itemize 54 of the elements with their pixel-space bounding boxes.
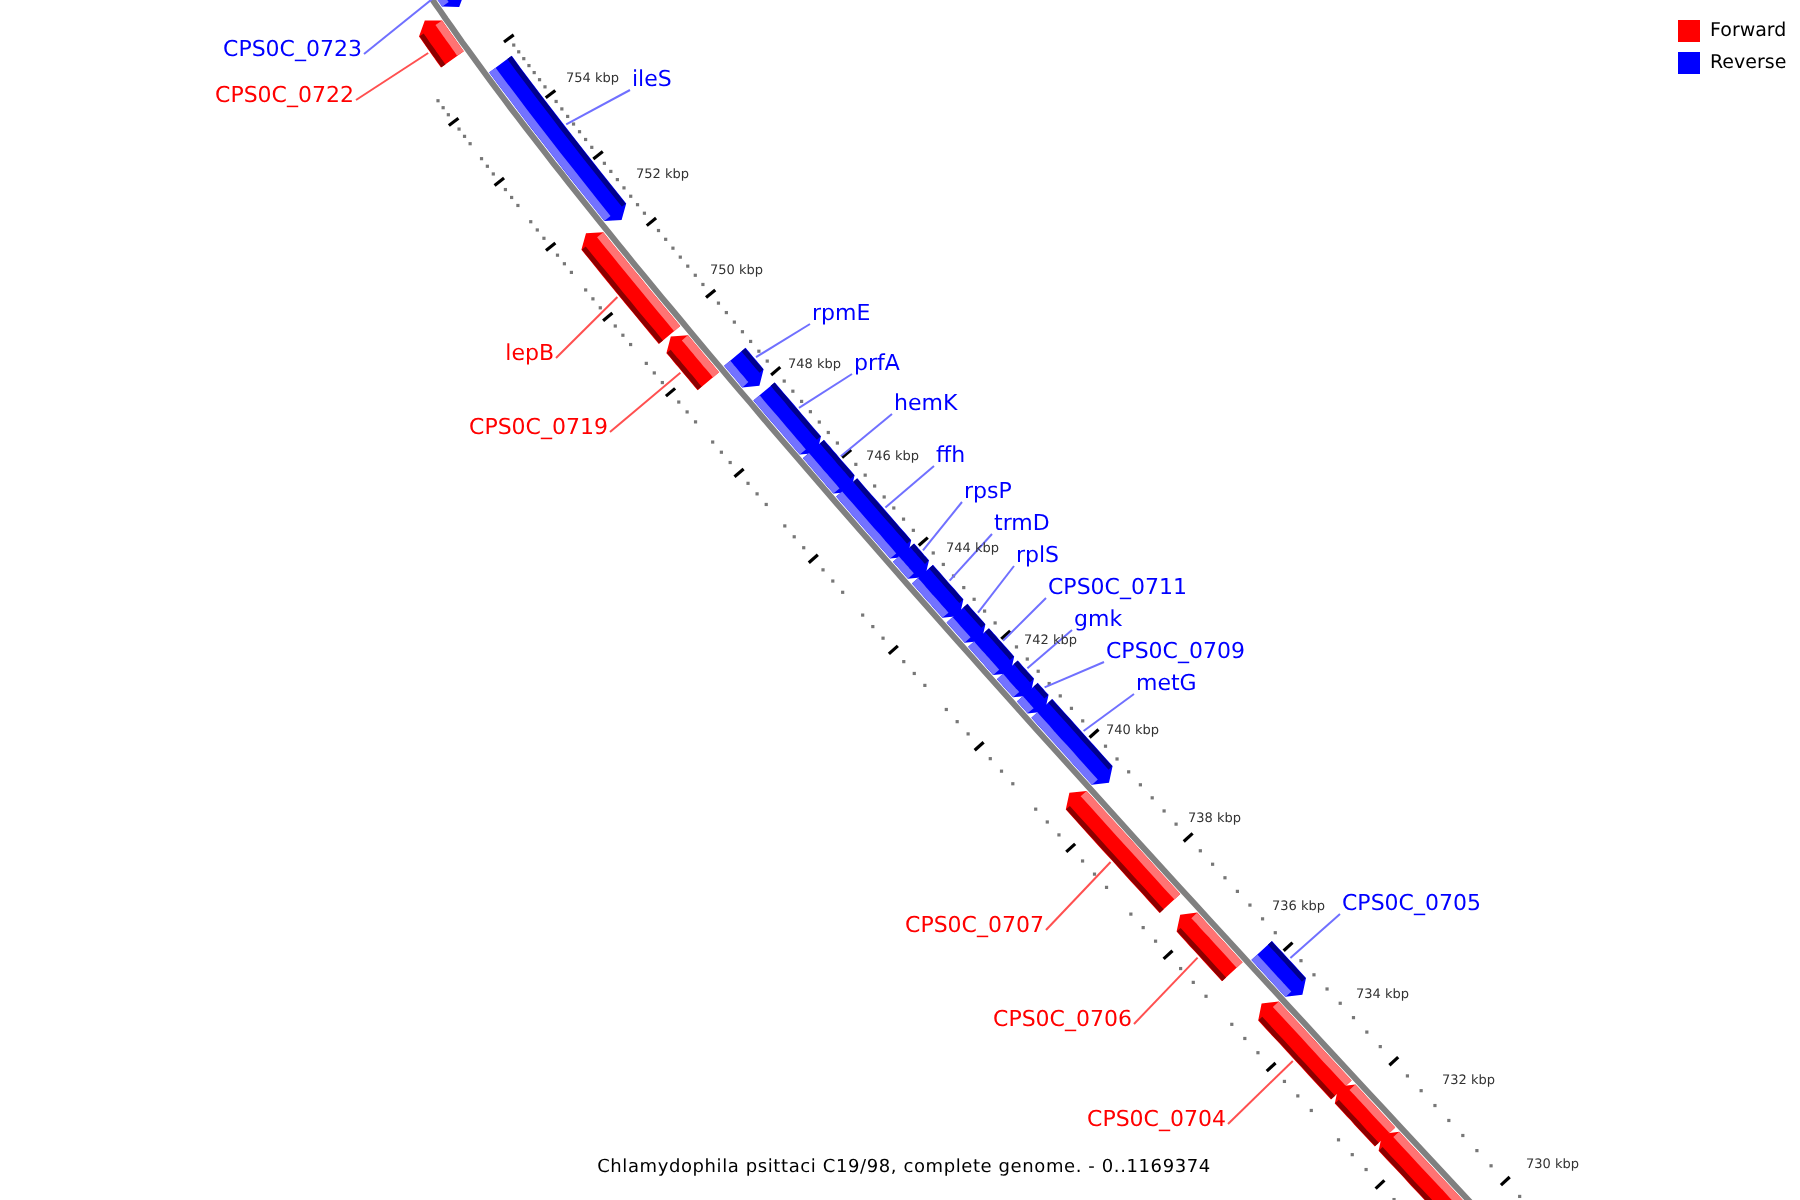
gene-bar — [578, 230, 684, 348]
legend-label: Forward — [1710, 18, 1787, 44]
gene-label: CPS0C_0723 — [223, 36, 362, 62]
leader-line — [555, 296, 619, 359]
gene-label: CPS0C_0707 — [905, 912, 1044, 938]
gene-label: rplS — [1016, 542, 1060, 568]
leader-line — [839, 413, 893, 458]
leader-line — [884, 465, 935, 509]
caption: Chlamydophila psittaci C19/98, complete genome. - 0..1169374 — [597, 1156, 1211, 1180]
leader-line — [755, 323, 811, 359]
leader-line — [565, 89, 631, 126]
gene-label: ffh — [936, 442, 966, 468]
gene-label: lepB — [505, 340, 554, 366]
gene-bar — [1256, 998, 1354, 1102]
gene-label: CPS0C_0709 — [1106, 638, 1245, 664]
leader-line — [363, 0, 437, 55]
leader-line — [1045, 861, 1112, 931]
leader-line — [355, 52, 430, 101]
gene-bar — [416, 18, 466, 70]
gene-label: CPS0C_0705 — [1342, 890, 1481, 916]
gene-label: metG — [1136, 670, 1197, 696]
gene-bar — [750, 380, 824, 458]
gene-bar — [722, 344, 766, 390]
gene-bar — [908, 562, 966, 620]
gene-bar — [1174, 910, 1246, 984]
gene-label: CPS0C_0719 — [469, 414, 608, 440]
leader-line — [1133, 956, 1199, 1025]
leader-line — [1043, 661, 1105, 689]
gene-label: CPS0C_0722 — [215, 82, 354, 108]
gene-label: rpmE — [812, 300, 871, 326]
leader-line — [798, 373, 853, 409]
gene-bar — [1062, 788, 1184, 916]
leader-line — [1289, 913, 1341, 959]
gene-label: ileS — [632, 66, 672, 92]
gene-bar — [486, 52, 630, 224]
leader-line — [922, 501, 963, 552]
leader-line — [609, 371, 682, 433]
legend-label: Reverse — [1710, 50, 1787, 76]
leader-line — [1002, 597, 1047, 642]
gene-bar — [966, 626, 1018, 678]
gene-label: gmk — [1074, 606, 1123, 632]
gene-label: trmD — [994, 510, 1050, 536]
gene-bar — [1248, 938, 1308, 1000]
leader-line — [1227, 1060, 1294, 1125]
gene-bar — [834, 476, 914, 562]
gene-label: CPS0C_0706 — [993, 1006, 1132, 1032]
gene-bar — [664, 332, 722, 394]
gene-label: prfA — [854, 350, 900, 376]
leader-line — [977, 565, 1015, 614]
gene-label: CPS0C_0704 — [1087, 1106, 1226, 1132]
gene-label: rpsP — [964, 478, 1012, 504]
gene-label: CPS0C_0711 — [1048, 574, 1187, 600]
gene-label: hemK — [894, 390, 958, 416]
leader-line — [1082, 693, 1135, 732]
